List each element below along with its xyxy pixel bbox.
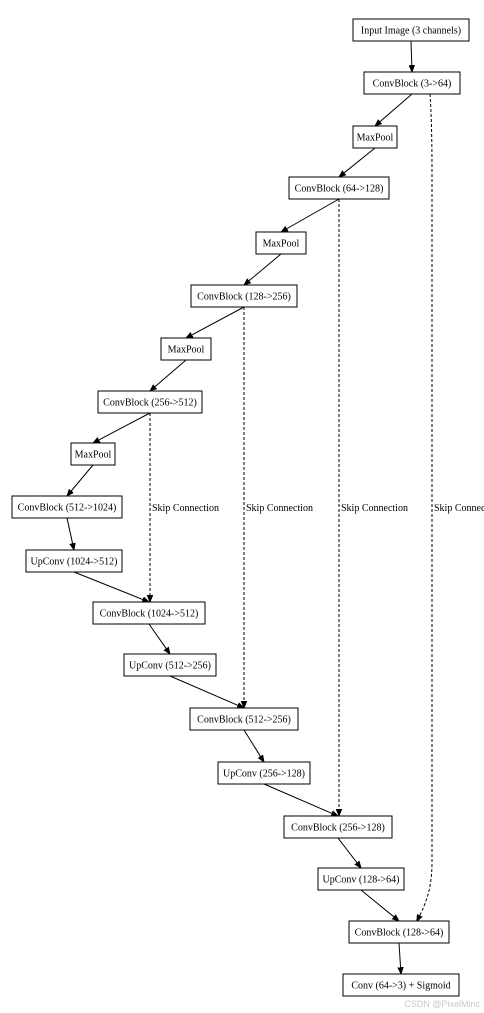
node-box: [11, 495, 123, 519]
node-box: [92, 601, 206, 625]
node-up4: UpConv (1024->512): [25, 549, 123, 573]
node-box: [25, 549, 123, 573]
node-label: UpConv (512->256): [129, 661, 211, 672]
node-enc4: ConvBlock (256->512): [97, 390, 203, 414]
watermark: CSDN @PixelMinc: [404, 999, 480, 1009]
edge-enc1-to-pool1: [375, 93, 413, 126]
edge-enc2-to-pool2: [281, 198, 340, 232]
node-box: [317, 867, 405, 891]
edge-pool2-to-enc3: [244, 253, 282, 285]
node-box: [123, 653, 217, 677]
node-box: [190, 284, 298, 308]
node-label: ConvBlock (1024->512): [100, 609, 199, 620]
node-pool3: MaxPool: [160, 337, 212, 361]
edge-dec1-to-final: [399, 942, 401, 974]
node-enc3: ConvBlock (128->256): [190, 284, 298, 308]
node-dec1: ConvBlock (128->64): [348, 920, 450, 944]
node-label: UpConv (128->64): [322, 875, 399, 886]
node-box: [363, 71, 461, 95]
node-label: ConvBlock (128->64): [355, 928, 444, 939]
node-label: MaxPool: [75, 450, 112, 461]
node-label: UpConv (1024->512): [30, 557, 117, 568]
nodes-layer: Input Image (3 channels) ConvBlock (3->64…: [11, 18, 470, 997]
node-label: Conv (64->3) + Sigmoid: [351, 981, 450, 992]
node-label: MaxPool: [357, 133, 394, 144]
node-label: MaxPool: [168, 345, 205, 356]
skip-connection-label: Skip Connection: [246, 503, 313, 514]
node-label: UpConv (256->128): [223, 769, 305, 780]
skip-connection-label: Skip Connection: [341, 503, 408, 514]
node-enc2: ConvBlock (64->128): [288, 176, 390, 200]
edge-bottleneck-to-up4: [66, 517, 74, 550]
edge-pool4-to-bottleneck: [67, 464, 94, 496]
node-box: [283, 815, 393, 839]
skip-edges-layer: Skip Connection Skip Connection Skip Conne…: [150, 93, 484, 921]
edge-enc3-to-pool3: [186, 306, 245, 338]
edge-dec4-to-up3: [148, 623, 170, 654]
node-up2: UpConv (256->128): [217, 761, 311, 785]
node-label: ConvBlock (256->512): [103, 398, 197, 409]
node-label: ConvBlock (512->1024): [18, 503, 117, 514]
edge-up2-to-dec2: [263, 783, 338, 816]
node-box: [189, 707, 299, 731]
node-box: [160, 337, 212, 361]
skip-edge-enc1-to-dec1: [417, 93, 433, 921]
node-input: Input Image (3 channels): [352, 18, 470, 42]
node-box: [70, 442, 116, 466]
skip-connection-label: Skip Connection: [152, 503, 219, 514]
node-enc1: ConvBlock (3->64): [363, 71, 461, 95]
edge-up4-to-dec4: [73, 571, 149, 602]
edge-dec2-to-up1: [337, 837, 361, 868]
node-pool2: MaxPool: [255, 231, 307, 255]
node-box: [255, 231, 307, 255]
edge-input-to-enc1: [411, 40, 412, 72]
node-pool4: MaxPool: [70, 442, 116, 466]
edge-enc4-to-pool4: [93, 412, 151, 443]
node-dec2: ConvBlock (256->128): [283, 815, 393, 839]
node-box: [217, 761, 311, 785]
skip-connection-label: Skip Connection: [434, 503, 484, 514]
edge-dec3-to-up2: [243, 729, 264, 762]
node-bottleneck: ConvBlock (512->1024): [11, 495, 123, 519]
node-label: Input Image (3 channels): [361, 26, 461, 37]
node-up3: UpConv (512->256): [123, 653, 217, 677]
edge-up1-to-dec1: [360, 889, 399, 921]
node-label: ConvBlock (256->128): [291, 823, 385, 834]
node-up1: UpConv (128->64): [317, 867, 405, 891]
node-label: MaxPool: [263, 239, 300, 250]
node-box: [342, 973, 460, 997]
node-dec4: ConvBlock (1024->512): [92, 601, 206, 625]
node-label: ConvBlock (512->256): [197, 715, 291, 726]
edge-pool1-to-enc2: [339, 147, 376, 177]
node-box: [288, 176, 390, 200]
node-box: [352, 125, 398, 149]
node-dec3: ConvBlock (512->256): [189, 707, 299, 731]
node-final: Conv (64->3) + Sigmoid: [342, 973, 460, 997]
node-label: ConvBlock (3->64): [373, 79, 452, 90]
edge-up3-to-dec3: [169, 675, 244, 708]
node-box: [348, 920, 450, 944]
node-box: [352, 18, 470, 42]
node-pool1: MaxPool: [352, 125, 398, 149]
node-label: ConvBlock (64->128): [295, 184, 384, 195]
node-label: ConvBlock (128->256): [197, 292, 291, 303]
edge-pool3-to-enc4: [150, 359, 187, 391]
edges-layer: [66, 40, 413, 974]
node-box: [97, 390, 203, 414]
